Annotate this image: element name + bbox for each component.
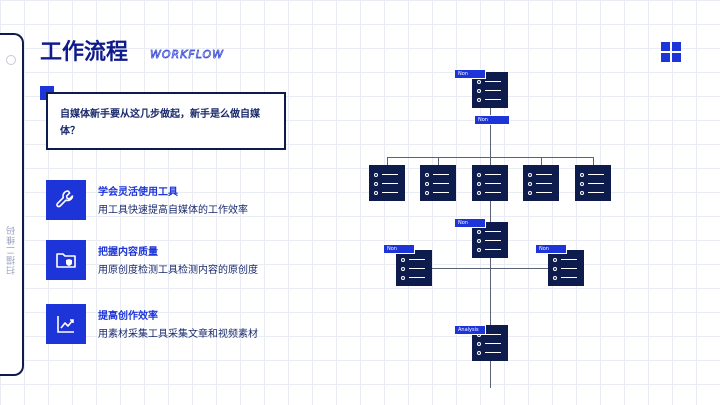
- flow-tag: Non: [474, 115, 510, 125]
- flow-card: [472, 222, 508, 258]
- folder-shield-icon: [46, 240, 86, 280]
- feature-desc: 用原创度检测工具检测内容的原创度: [98, 265, 258, 276]
- feature-desc: 用素材采集工具采集文章和视频素材: [98, 329, 258, 340]
- flow-card: [575, 165, 611, 201]
- feature-title: 提高创作效率: [98, 311, 158, 322]
- flow-branch-line: [387, 157, 594, 158]
- flow-tag: Non: [454, 218, 486, 228]
- side-dot-icon: [6, 55, 16, 65]
- feature-item-quality: 把握内容质量 用原创度检测工具检测内容的原创度: [46, 240, 306, 280]
- chart-trend-icon: [46, 304, 86, 344]
- side-panel: 扫描二维码: [0, 33, 24, 376]
- grid-menu-icon[interactable]: [661, 42, 681, 62]
- flow-tag: Analysis: [454, 325, 486, 335]
- flow-branch-line: [414, 268, 567, 269]
- side-label: 扫描二维码: [7, 225, 17, 275]
- feature-item-efficiency: 提高创作效率 用素材采集工具采集文章和视频素材: [46, 304, 306, 344]
- flow-card: [548, 250, 584, 286]
- question-box: 自媒体新手要从这几步做起，新手是么做自媒体？: [46, 92, 286, 150]
- wrench-icon: [46, 180, 86, 220]
- flow-drop-line: [387, 157, 388, 165]
- page-subtitle: WORKFLOW: [150, 48, 225, 62]
- question-text: 自媒体新手要从这几步做起，新手是么做自媒体？: [60, 109, 260, 137]
- flow-card: [523, 165, 559, 201]
- flow-card: [420, 165, 456, 201]
- flow-drop-line: [438, 157, 439, 165]
- flow-card: [472, 165, 508, 201]
- flow-tag: Non: [383, 244, 415, 254]
- flow-tag: Non: [535, 244, 567, 254]
- flow-drop-line: [593, 157, 594, 165]
- feature-title: 把握内容质量: [98, 247, 158, 258]
- flow-drop-line: [541, 157, 542, 165]
- flow-card: [396, 250, 432, 286]
- feature-item-tools: 学会灵活使用工具 用工具快速提高自媒体的工作效率: [46, 180, 306, 220]
- feature-title: 学会灵活使用工具: [98, 187, 178, 198]
- flow-card: [369, 165, 405, 201]
- flow-tag: Non: [454, 69, 486, 79]
- page-title: 工作流程: [40, 40, 129, 65]
- feature-desc: 用工具快速提高自媒体的工作效率: [98, 205, 248, 216]
